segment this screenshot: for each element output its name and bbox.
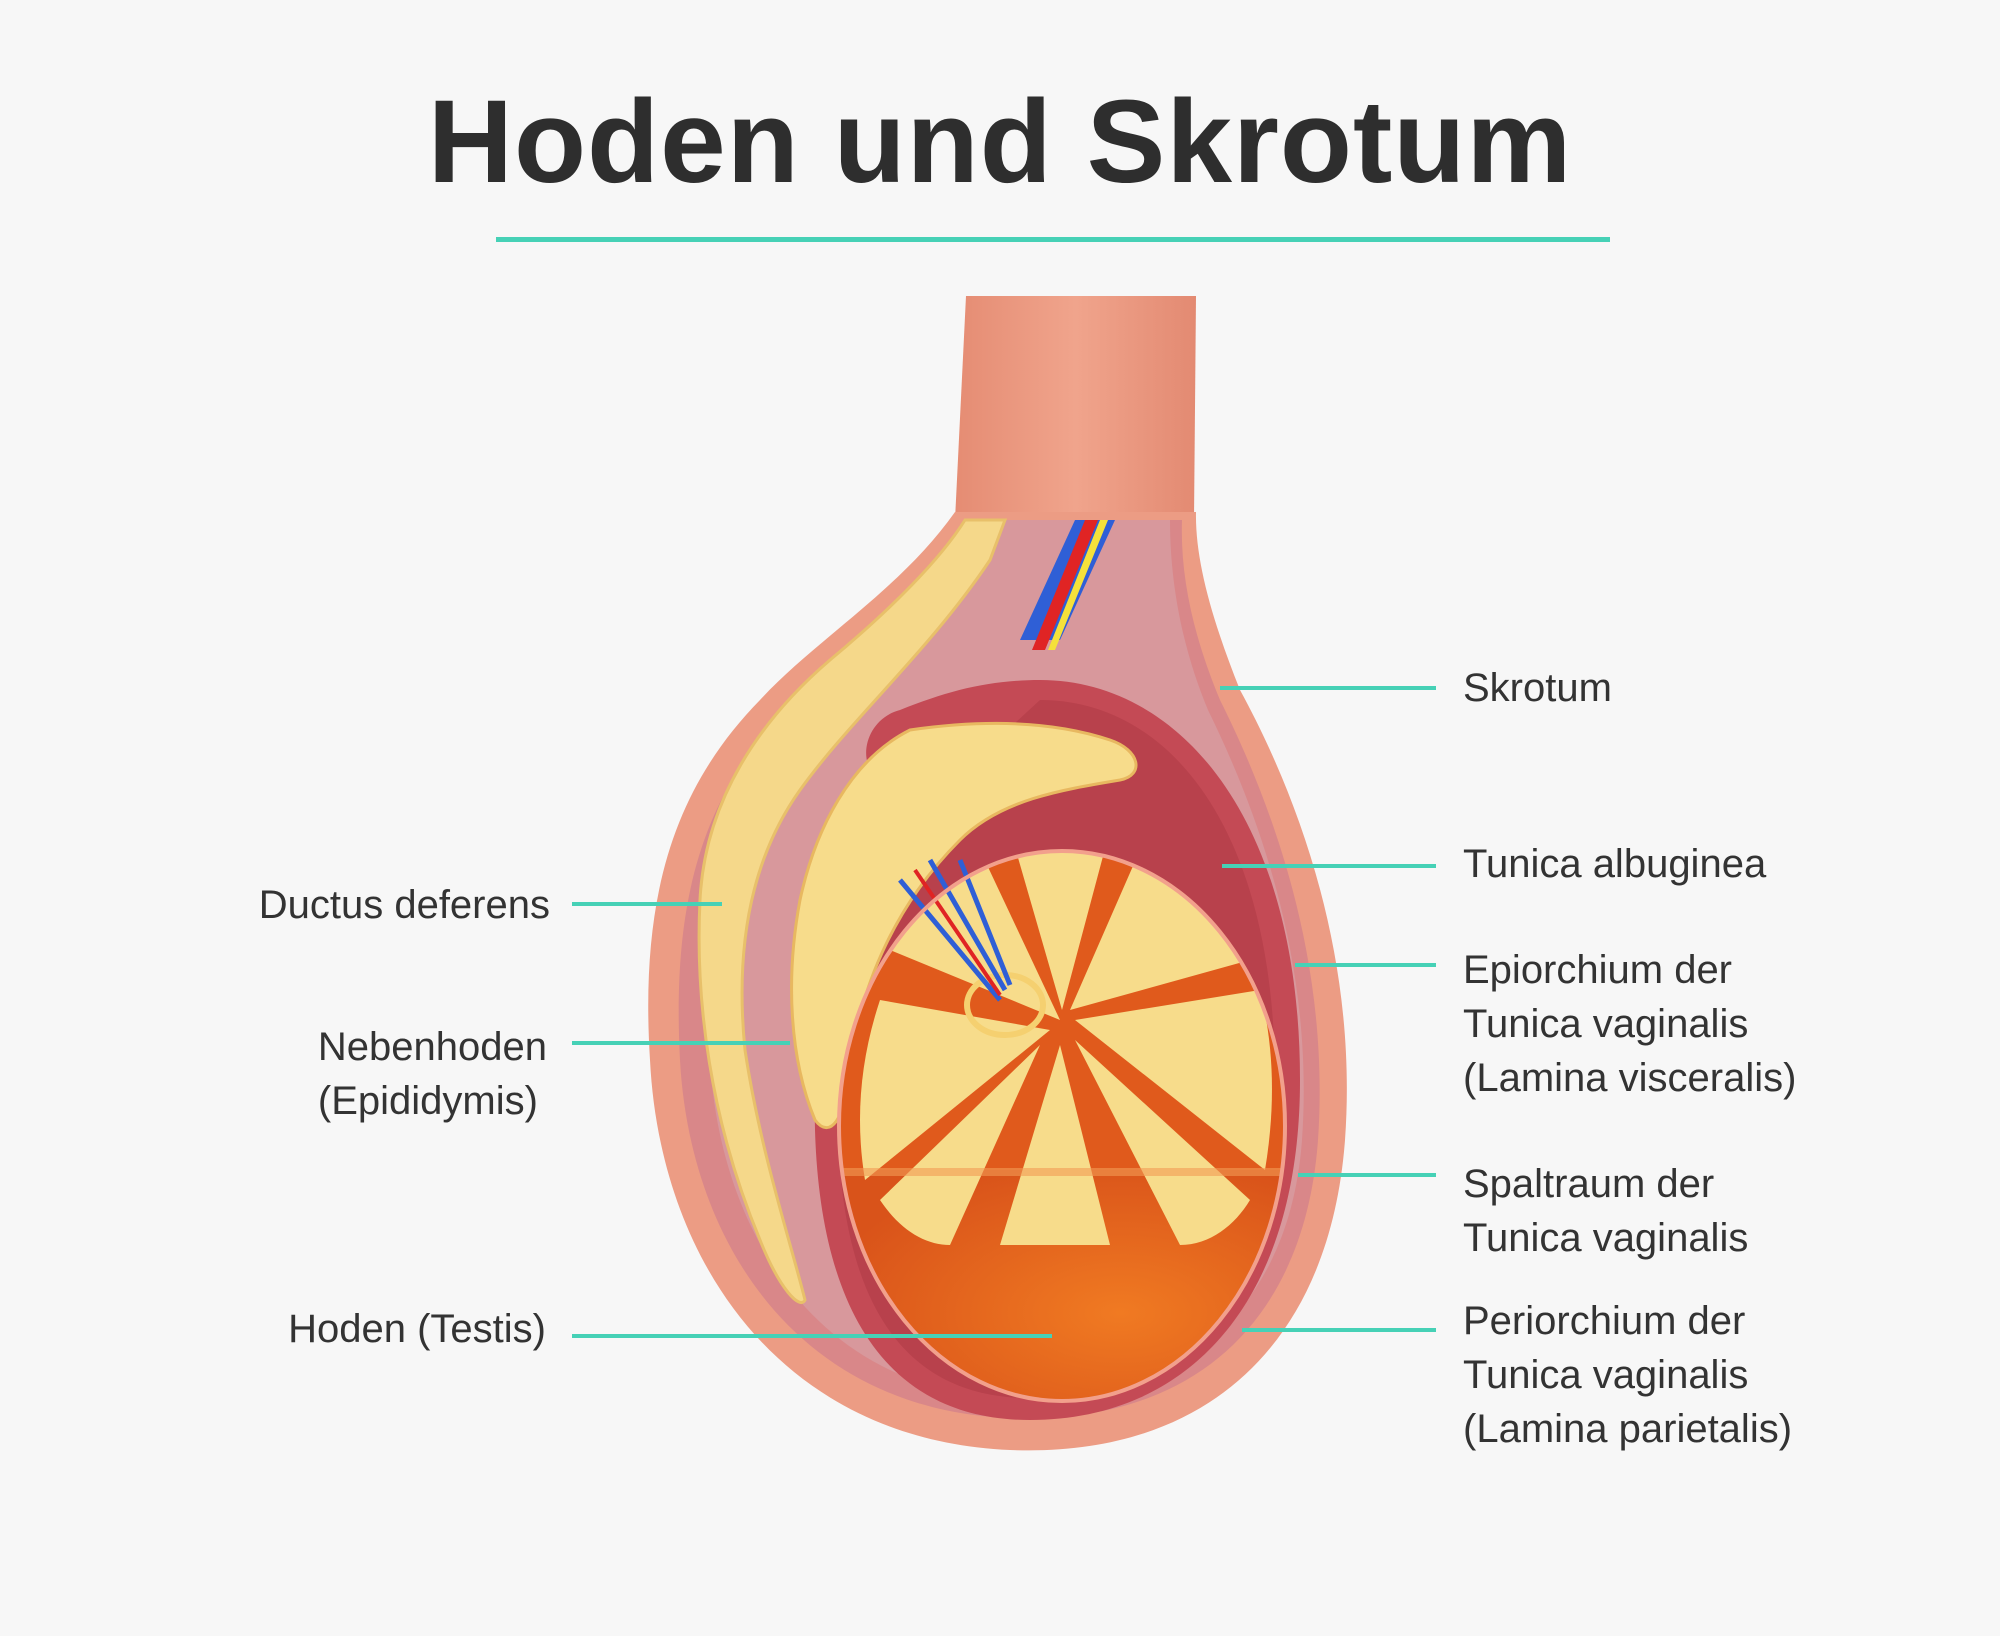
label-nebenhoden: Nebenhoden (Epididymis)	[317, 1025, 547, 1123]
label-tunica-albuginea: Tunica albuginea	[1463, 842, 1767, 886]
label-skrotum: Skrotum	[1463, 666, 1612, 710]
label-periorchium: Periorchium der Tunica vaginalis (Lamina…	[1463, 1299, 1793, 1451]
title-underline	[496, 237, 1610, 242]
tunica-albuginea	[837, 849, 1287, 1403]
page-title: Hoden und Skrotum	[427, 76, 1573, 208]
label-spaltraum: Spaltraum der Tunica vaginalis	[1463, 1162, 1749, 1260]
label-ductus-deferens: Ductus deferens	[258, 883, 550, 927]
artery	[1032, 520, 1098, 650]
epididymis	[790, 721, 1138, 1130]
label-hoden: Hoden (Testis)	[288, 1307, 546, 1351]
label-epiorchium: Epiorchium der Tunica vaginalis (Lamina …	[1463, 948, 1797, 1100]
nerve	[1048, 520, 1108, 650]
ductus-deferens	[697, 518, 1008, 1304]
spermatic-cord	[955, 296, 1196, 520]
